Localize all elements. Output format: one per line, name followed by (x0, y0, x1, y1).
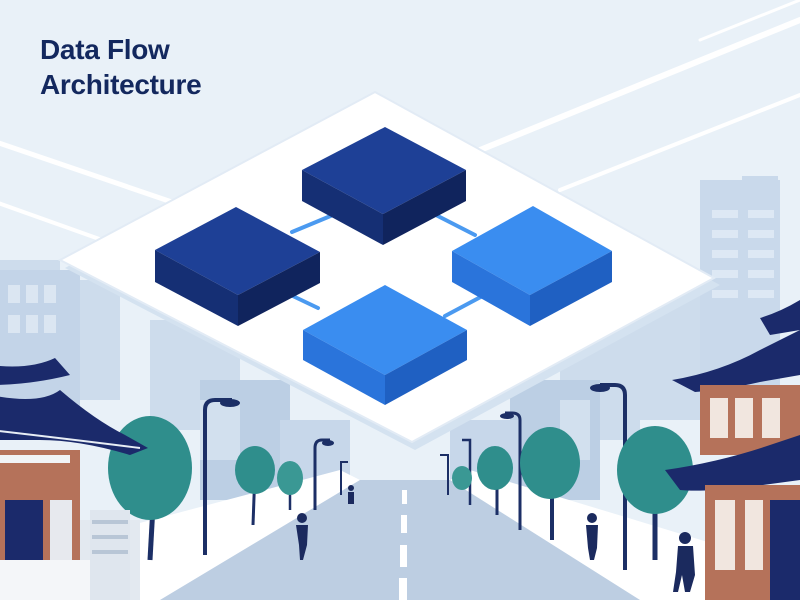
street-lamp (313, 438, 330, 510)
page-title: Data Flow Architecture (40, 32, 340, 102)
building-left-mid (0, 270, 80, 410)
lamp-heads (220, 384, 610, 446)
navy-block (155, 207, 320, 326)
people (296, 485, 695, 592)
roof (672, 330, 800, 392)
data-platform (57, 90, 720, 450)
tree (520, 427, 580, 540)
street-lamp (340, 461, 348, 495)
hanok-right (665, 300, 800, 600)
person (296, 513, 308, 560)
tree (235, 446, 275, 526)
person (673, 532, 695, 592)
platform-top (57, 90, 717, 444)
street-lamp (203, 398, 232, 555)
street-lamps (203, 383, 627, 570)
tree (277, 461, 303, 510)
tree (477, 446, 513, 515)
roof (0, 390, 148, 455)
title-line-2: Architecture (40, 69, 202, 100)
tree (617, 426, 693, 560)
person (586, 513, 598, 560)
blue-block (303, 285, 467, 405)
roof (665, 435, 800, 491)
title-line-1: Data Flow (40, 34, 170, 65)
blue-block (452, 206, 612, 326)
road-markings (399, 490, 407, 600)
tree (452, 466, 472, 490)
street-lamp (440, 454, 449, 495)
road (160, 480, 640, 600)
person (348, 485, 354, 504)
hanok-left (0, 358, 148, 600)
navy-block (302, 127, 466, 245)
street-lamp (600, 383, 627, 570)
street-lamp (505, 411, 522, 530)
